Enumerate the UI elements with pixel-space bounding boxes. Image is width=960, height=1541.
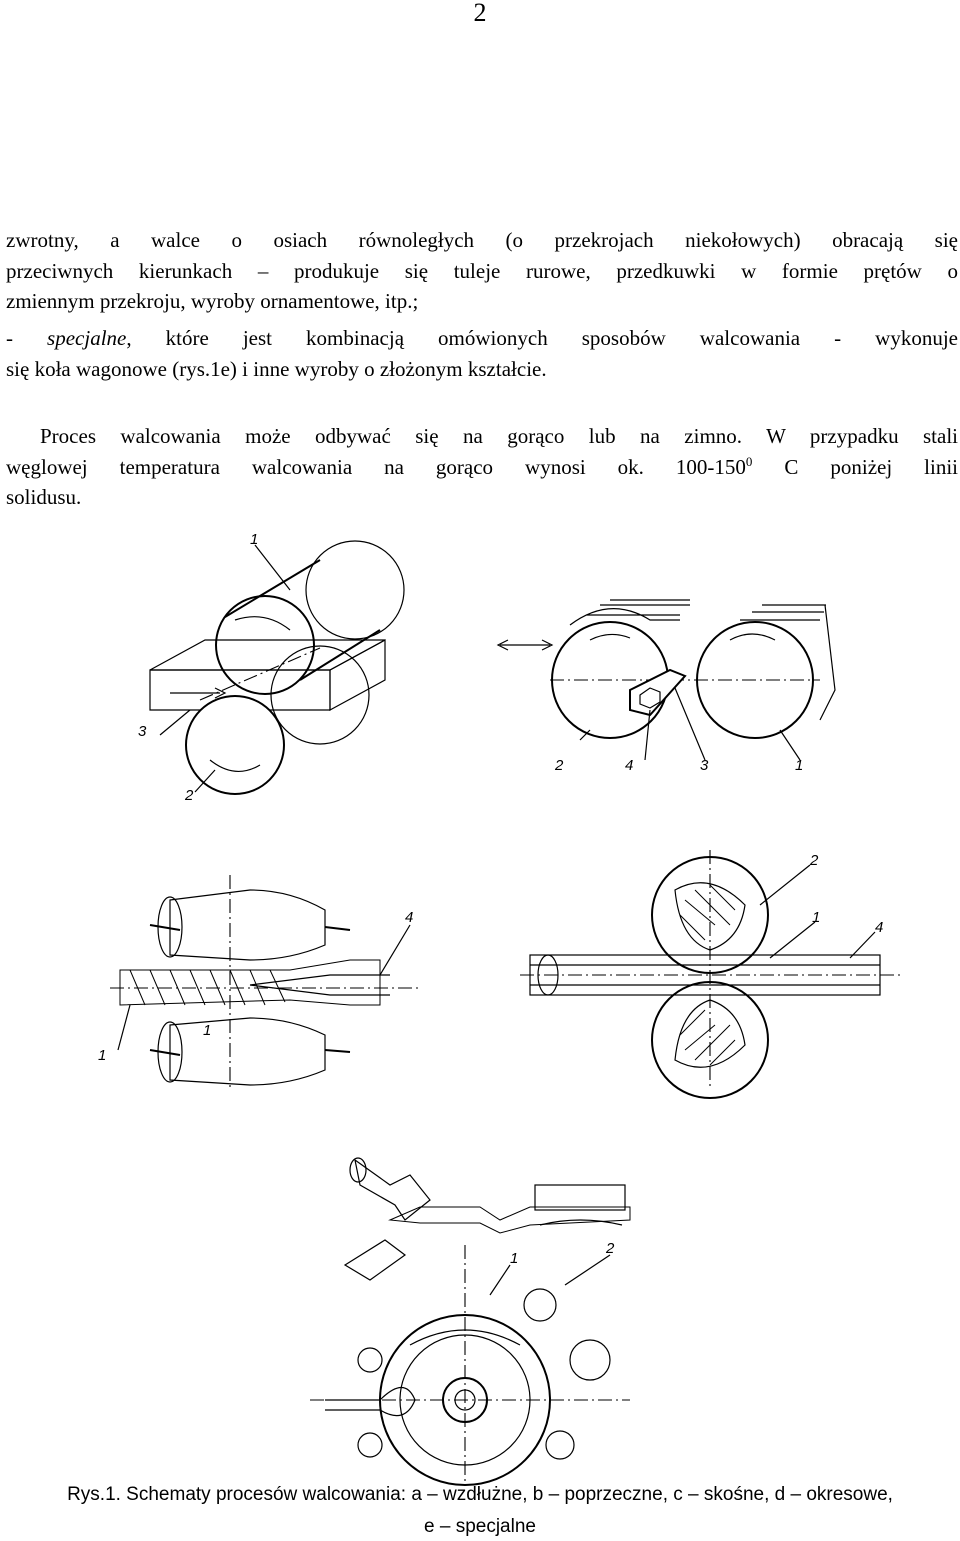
paragraph-3: Proces walcowania może odbywać się na go… <box>6 421 958 513</box>
workpiece-hexagon <box>639 687 661 709</box>
caption-line: e – specjalne <box>424 1516 536 1537</box>
label-4: 4 <box>625 757 633 774</box>
label-1: 1 <box>510 1250 518 1267</box>
label-1: 1 <box>812 909 820 926</box>
leader-line <box>674 687 706 761</box>
superscript-degree: 0 <box>745 453 753 469</box>
text-line: zmiennym przekroju, wyroby ornamentowe, … <box>6 289 419 314</box>
label-4: 4 <box>405 909 413 926</box>
figure-c-skew-rolling: 4 1 1 <box>98 875 420 1090</box>
label-2: 2 <box>554 757 564 774</box>
roll-right-ribs <box>819 604 836 721</box>
label-3: 3 <box>138 723 147 740</box>
support-roll <box>545 1430 575 1460</box>
wheel-rim <box>534 1184 626 1211</box>
leader-line <box>194 769 216 793</box>
ribbed-roll-left <box>600 599 690 606</box>
figure-a-longitudinal-rolling: 1 3 2 <box>138 531 405 804</box>
label-2: 2 <box>184 787 194 804</box>
text-line: - specjalne, które jest kombinacją omówi… <box>6 323 958 354</box>
roll-upper <box>169 889 326 961</box>
label-2: 2 <box>605 1240 615 1257</box>
text-line: solidusu. <box>6 485 82 510</box>
roll-lower-shaft <box>149 1049 181 1056</box>
label-1: 1 <box>98 1047 106 1064</box>
text-line: węglowej temperatura walcowania na gorąc… <box>6 452 958 483</box>
leader-line <box>644 709 651 761</box>
support-roll <box>357 1432 383 1458</box>
workpiece-bar <box>119 959 381 1006</box>
roll-upper-profile <box>674 882 746 951</box>
stock-side <box>329 638 386 712</box>
roll-edge <box>224 559 321 618</box>
term-specjalne: specjalne <box>47 326 127 350</box>
text-fragment: węglowej temperatura walcowania na gorąc… <box>6 454 746 479</box>
text-line: przeciwnych kierunkach – produkuje się t… <box>6 258 958 283</box>
dash-prefix: - <box>6 326 48 350</box>
leader-line <box>254 544 291 591</box>
ribbed-roll-right <box>740 604 826 621</box>
leader-line <box>159 709 191 736</box>
roll-upper-shaft <box>149 924 181 931</box>
roll-lower-back <box>270 645 370 745</box>
ribbed-roll-left <box>569 608 680 626</box>
text-line: Proces walcowania może odbywać się na go… <box>40 424 958 448</box>
roll-lower-front <box>185 695 285 795</box>
figure-d-periodic-rolling: 2 1 4 <box>520 850 900 1099</box>
leader-line <box>779 729 801 761</box>
wheel-rim-profile <box>539 1219 623 1226</box>
roll-upper-front <box>215 595 315 695</box>
paragraph-1: zwrotny, a walce o osiach równoległych (… <box>6 225 958 317</box>
upper-roll-assembly <box>354 1158 431 1221</box>
roll-lower <box>169 1017 326 1086</box>
hatching <box>679 884 736 941</box>
label-4: 4 <box>875 919 883 936</box>
figure-b-cross-rolling: 2 4 3 1 <box>496 599 836 774</box>
wheel-blank <box>388 1206 631 1234</box>
roll-lower-shaft <box>324 1049 351 1053</box>
hatching <box>679 1009 736 1066</box>
roll-upper-shaft <box>324 926 351 931</box>
figure-e-special-rolling: 1 2 <box>310 1157 631 1486</box>
workpiece-bar <box>629 668 687 717</box>
leader-line <box>379 924 411 976</box>
roll-edge <box>299 629 381 681</box>
caption-line: Rys.1. Schematy procesów walcowania: a –… <box>67 1484 893 1505</box>
text-line: się koła wagonowe (rys.1e) i inne wyroby… <box>6 356 547 381</box>
support-roll <box>569 1339 611 1381</box>
text-fragment: C poniżej linii <box>752 454 958 479</box>
leader-line <box>489 1264 511 1296</box>
leader-line <box>579 729 591 741</box>
lower-roll-assembly <box>343 1239 407 1281</box>
paragraph-2: - specjalne, które jest kombinacją omówi… <box>6 323 958 384</box>
text-line: zwrotny, a walce o osiach równoległych (… <box>6 228 958 252</box>
mandrel <box>249 974 390 996</box>
shaft-end <box>349 1157 367 1183</box>
leader-line <box>769 921 816 959</box>
arrow-head <box>214 687 227 699</box>
text-fragment: , które jest kombinacją omówionych sposo… <box>126 326 958 350</box>
label-3: 3 <box>700 757 709 774</box>
stock-top <box>149 639 386 671</box>
label-1: 1 <box>250 531 258 548</box>
support-roll <box>357 1347 383 1373</box>
roll-upper-back <box>305 540 405 640</box>
label-2: 2 <box>809 852 819 869</box>
label-1: 1 <box>203 1022 211 1039</box>
leader-line <box>759 864 811 906</box>
page-number: 2 <box>473 0 487 27</box>
rotation-arrow <box>234 616 291 631</box>
arrow-heads <box>496 639 554 651</box>
support-roll <box>523 1288 557 1322</box>
axis-line <box>199 647 321 701</box>
rotation-arrow <box>209 759 261 772</box>
leader-line <box>117 1004 131 1051</box>
roll-lower-profile <box>674 999 746 1068</box>
label-1: 1 <box>795 757 803 774</box>
rotation-arrow <box>589 633 631 641</box>
rotation-arrow <box>729 633 776 641</box>
figure-caption: Rys.1. Schematy procesów walcowania: a –… <box>0 1480 960 1540</box>
leader-line <box>564 1254 611 1286</box>
leader-line <box>849 931 876 959</box>
